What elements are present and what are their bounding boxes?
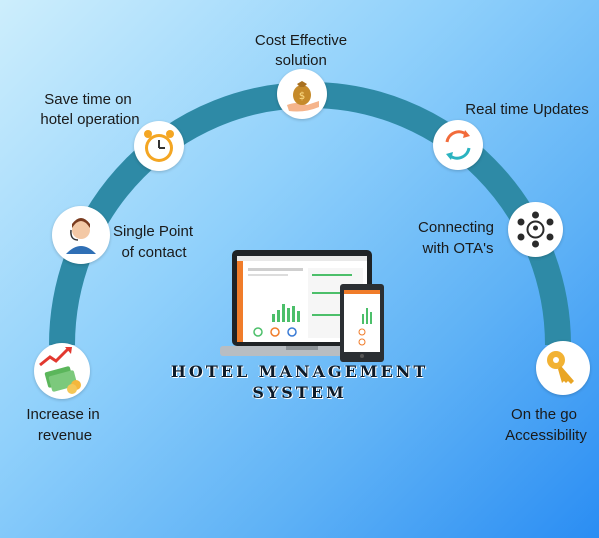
alarm-clock-icon [134,121,184,171]
refresh-arrows-icon [433,120,483,170]
realtime-label: Real time Updates [465,101,589,118]
onthego-label-line1: On the go [511,406,577,423]
svg-text:$: $ [299,91,305,102]
time-label-line2: hotel operation [40,111,140,128]
cost-label-line2: solution [275,52,327,69]
money-bag-icon: $ [277,69,327,119]
revenue-growth-icon [34,343,90,399]
device-mockup [220,250,384,362]
single-label-line1: Single Point [112,223,194,240]
onthego-label-line2: Accessibility [505,427,587,444]
ota-label-line1: Connecting [418,219,494,236]
revenue-label-line2: revenue [37,427,93,444]
single-label-line2: of contact [121,244,187,261]
key-icon [536,341,590,395]
network-people-icon [508,202,563,257]
title-line-2: SYSTEM [252,383,347,402]
time-label-line1: Save time on [44,91,132,108]
cost-label-line1: Cost Effective [254,32,348,49]
title-line-1: HOTEL MANAGEMENT [170,362,429,381]
support-agent-icon [52,206,110,264]
revenue-label-line1: Increase in [26,406,100,423]
ota-label-line2: with OTA's [422,240,494,257]
